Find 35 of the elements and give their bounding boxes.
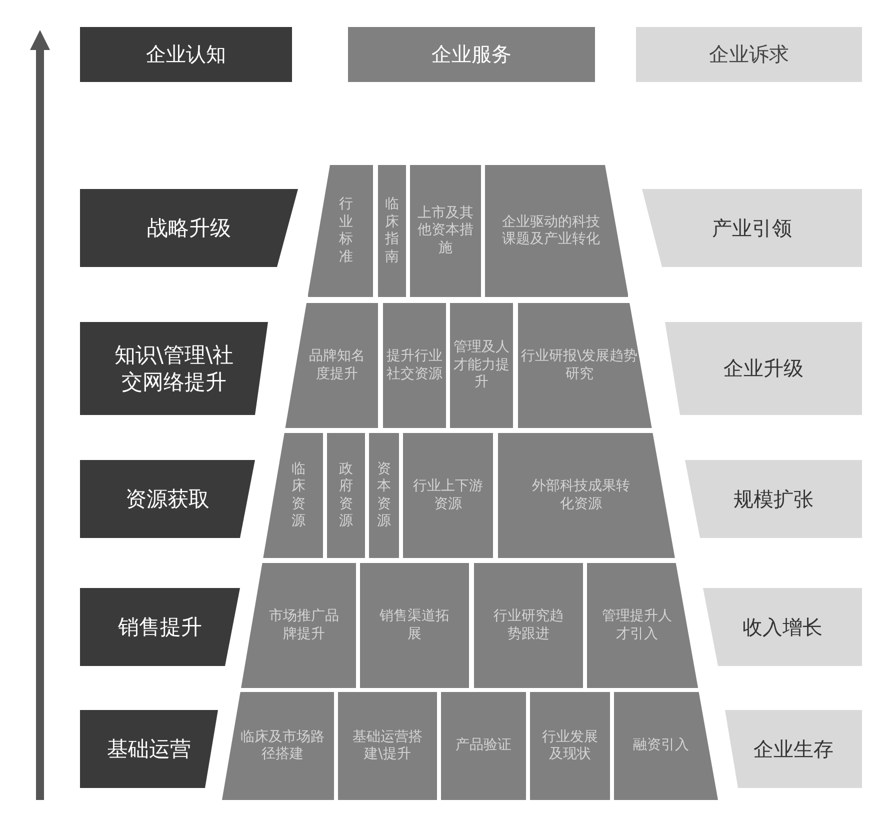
goal-box: 企业升级	[665, 322, 862, 415]
level-box: 销售提升	[80, 588, 240, 666]
service-cell: 行业上下游资源	[403, 433, 493, 558]
service-cell: 品牌知名度提升	[285, 303, 378, 428]
service-cell: 上市及其他资本措施	[410, 165, 481, 297]
level-box: 知识\管理\社交网络提升	[80, 322, 268, 415]
header-box: 企业认知	[80, 27, 292, 82]
service-cell: 行业标准	[308, 165, 373, 297]
service-cell: 管理及人才能力提升	[450, 303, 513, 428]
service-cell: 临床资源	[263, 433, 323, 558]
service-cell: 临床指南	[378, 165, 406, 297]
service-cell: 产品验证	[441, 692, 526, 800]
service-cell: 销售渠道拓展	[360, 563, 469, 688]
service-cell: 基础运营搭建\提升	[338, 692, 437, 800]
level-box: 基础运营	[80, 710, 218, 788]
level-box: 资源获取	[80, 460, 255, 538]
service-cell: 行业发展及现状	[530, 692, 610, 800]
service-cell: 管理提升人才引入	[587, 563, 698, 688]
service-cell: 临床及市场路径搭建	[222, 692, 334, 800]
service-cell: 资本资源	[369, 433, 399, 558]
goal-box: 企业生存	[725, 710, 862, 788]
service-cell: 行业研报\发展趋势研究	[518, 303, 652, 428]
goal-box: 收入增长	[703, 588, 862, 666]
header-box: 企业服务	[348, 27, 595, 82]
header-box: 企业诉求	[636, 27, 862, 82]
goal-box: 产业引领	[642, 189, 862, 267]
service-cell: 融资引入	[614, 692, 718, 800]
service-cell: 行业研究趋势跟进	[474, 563, 583, 688]
service-cell: 政府资源	[327, 433, 365, 558]
service-cell: 企业驱动的科技课题及产业转化	[485, 165, 628, 297]
goal-box: 规模扩张	[685, 460, 862, 538]
service-cell: 外部科技成果转化资源	[498, 433, 675, 558]
service-cell: 市场推广品牌提升	[241, 563, 356, 688]
service-cell: 提升行业社交资源	[383, 303, 446, 428]
level-box: 战略升级	[80, 189, 298, 267]
